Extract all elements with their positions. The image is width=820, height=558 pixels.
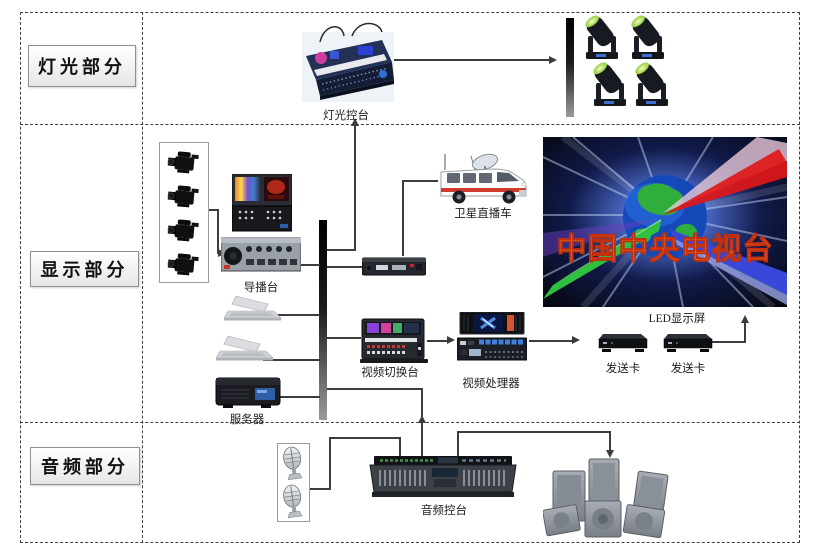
sending-card-1-label: 发送卡 xyxy=(605,363,641,375)
arrow-to-lighting-console xyxy=(351,118,359,126)
connector-line xyxy=(299,264,320,266)
laptop-1 xyxy=(223,295,282,329)
connector-line xyxy=(307,488,331,490)
arrow-to-sending-card xyxy=(572,336,580,344)
connector-line xyxy=(327,249,356,251)
microphone-icon xyxy=(283,446,303,519)
director-console-rack xyxy=(220,236,302,279)
connector-line xyxy=(457,431,459,462)
satellite-receiver xyxy=(361,254,427,285)
arrow-to-video-processor xyxy=(447,336,455,344)
connector-line xyxy=(529,340,574,342)
satellite-van-label: 卫星直播车 xyxy=(454,208,512,220)
camera-group xyxy=(159,142,209,283)
sending-card-1 xyxy=(597,330,649,359)
arrow-to-lights xyxy=(549,56,557,64)
connector-line xyxy=(421,388,423,462)
audio-console-label: 音频控台 xyxy=(421,505,467,517)
section-display-label: 显示部分 xyxy=(40,260,129,280)
arrow-to-led-screen xyxy=(741,315,749,323)
signal-bus-bar xyxy=(319,220,327,420)
led-screen: 中国中央电视台 xyxy=(542,134,788,312)
video-switcher xyxy=(360,317,428,370)
connector-line xyxy=(457,431,611,433)
connector-line xyxy=(217,209,219,254)
section-audio-label: 音频部分 xyxy=(41,457,129,477)
satellite-van xyxy=(435,150,531,215)
connector-line xyxy=(354,124,356,251)
connector-line xyxy=(329,437,331,490)
display-audio-divider xyxy=(20,422,800,423)
outer-dashed-border xyxy=(20,12,800,543)
connector-line xyxy=(402,180,404,256)
video-switcher-label: 视频切换台 xyxy=(361,367,419,379)
connector-line xyxy=(207,209,219,211)
sending-card-2-label: 发送卡 xyxy=(670,363,706,375)
connector-line xyxy=(263,359,320,361)
sending-card-2 xyxy=(662,330,714,359)
moving-light-icon xyxy=(585,15,668,106)
connector-line xyxy=(402,180,438,182)
lighting-console-photo xyxy=(288,16,396,111)
connector-line xyxy=(744,322,746,343)
server-label: 服务器 xyxy=(229,414,265,426)
section-lighting: 灯光部分 xyxy=(28,45,136,87)
connector-line xyxy=(399,437,401,462)
led-screen-text: 中国中央电视台 xyxy=(557,232,774,266)
section-label-divider xyxy=(142,12,143,543)
video-processor xyxy=(456,311,528,367)
director-console-label: 导播台 xyxy=(243,282,279,294)
section-audio: 音频部分 xyxy=(30,447,140,485)
connector-line xyxy=(427,340,449,342)
connector-line xyxy=(279,396,320,398)
director-console xyxy=(231,173,293,237)
connector-line xyxy=(712,341,746,343)
connector-line xyxy=(327,337,361,339)
audio-console xyxy=(368,456,518,505)
speaker-icon xyxy=(542,458,669,539)
connector-line xyxy=(329,437,401,439)
connector-line xyxy=(274,314,320,316)
connector-line xyxy=(327,266,363,268)
camera-icon xyxy=(167,151,199,276)
microphone-group xyxy=(277,443,310,522)
server xyxy=(215,376,283,415)
connector-line xyxy=(609,431,611,450)
section-display: 显示部分 xyxy=(30,251,139,287)
connector-line xyxy=(327,388,423,390)
led-screen-label: LED显示屏 xyxy=(648,313,706,325)
video-processor-label: 视频处理器 xyxy=(462,378,520,390)
lighting-console-label: 灯光控台 xyxy=(323,110,369,122)
lighting-display-divider xyxy=(20,124,800,125)
section-lighting-label: 灯光部分 xyxy=(38,57,126,77)
connector-line xyxy=(393,59,551,61)
arrow-to-speakers xyxy=(606,450,614,458)
moving-head-lights xyxy=(578,14,678,119)
speaker-stack xyxy=(542,457,671,546)
laptop-2 xyxy=(215,335,274,369)
arrow-audio-to-bus xyxy=(418,415,426,423)
lighting-dmx-bar xyxy=(566,18,574,117)
